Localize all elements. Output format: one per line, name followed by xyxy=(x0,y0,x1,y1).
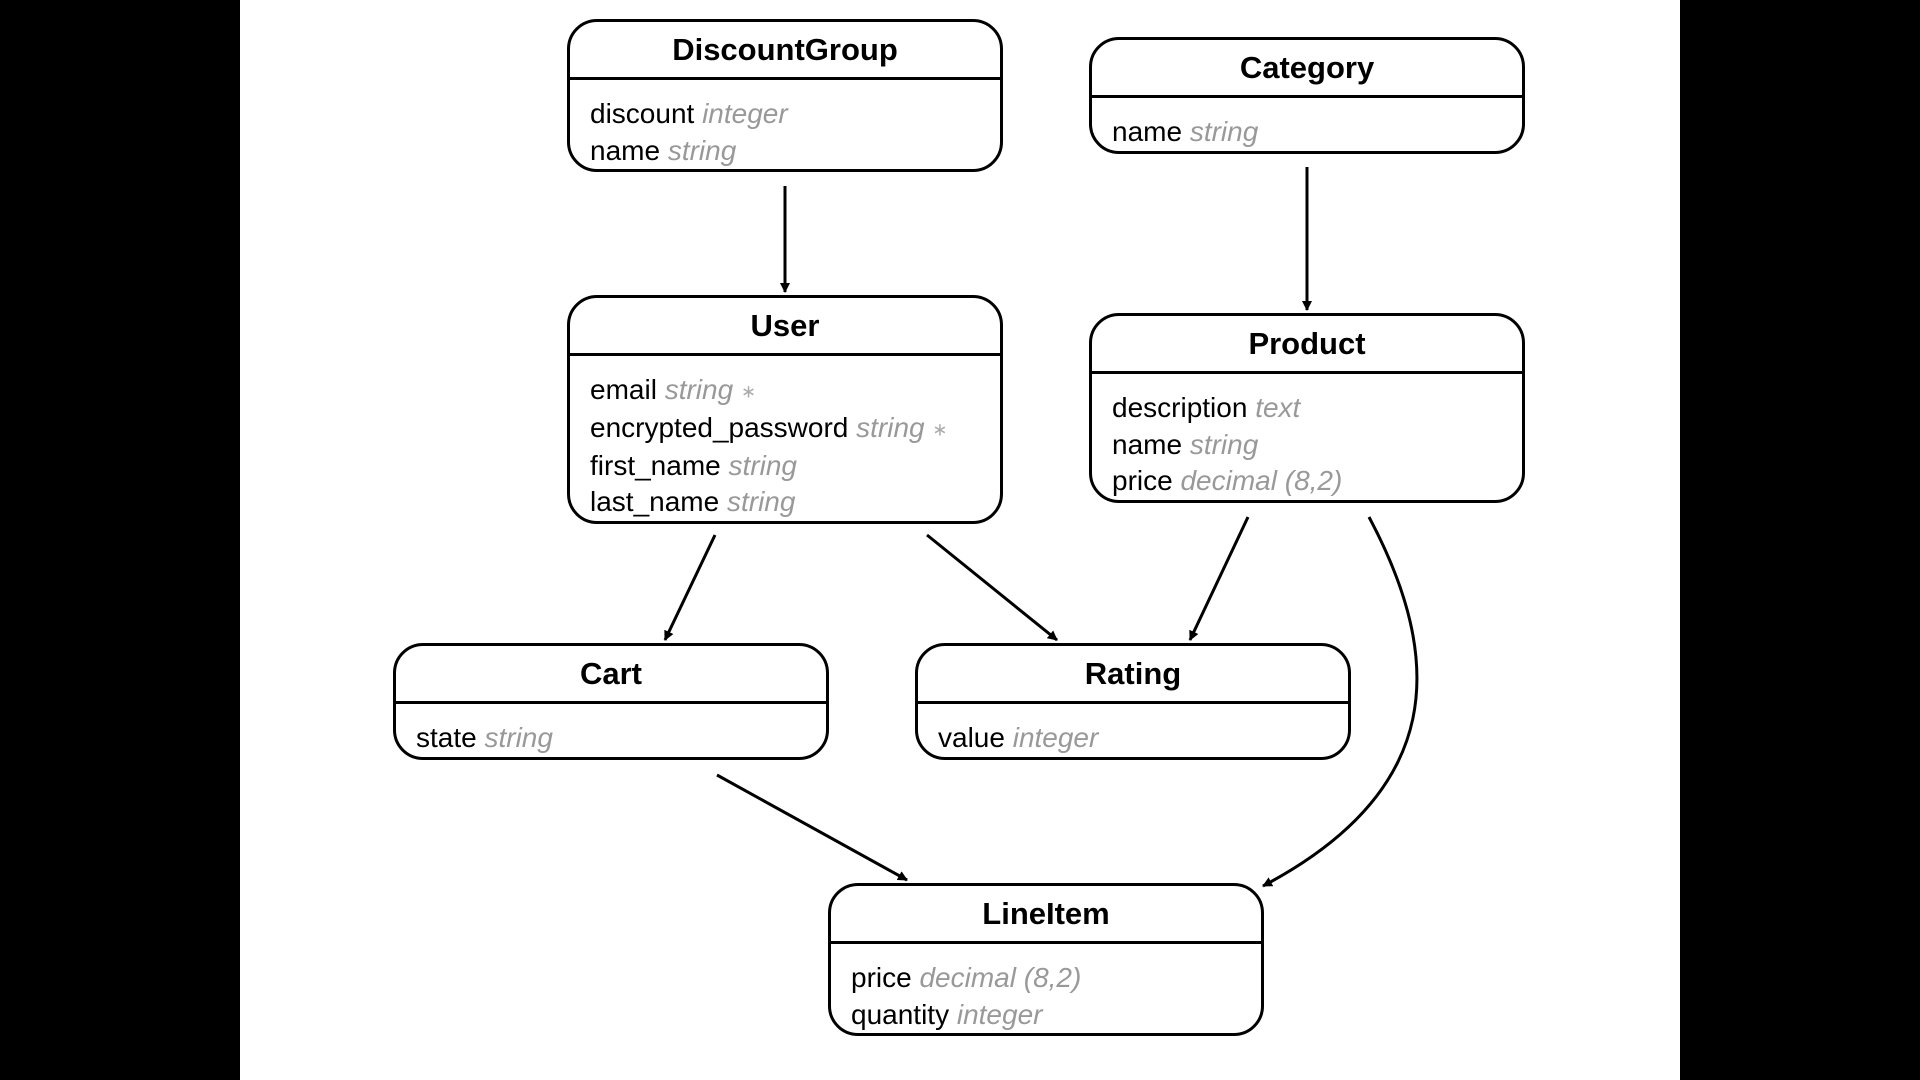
attribute-name: last_name xyxy=(590,486,720,518)
attribute-type: integer xyxy=(956,998,1043,1030)
entity-title: Category xyxy=(1092,40,1522,98)
required-flag-icon: ∗ xyxy=(932,419,948,440)
attribute-name: first_name xyxy=(590,449,721,481)
entity-category[interactable]: Category name string xyxy=(1089,37,1525,154)
attribute-name: value xyxy=(938,722,1005,753)
attribute-row: state string xyxy=(416,720,826,757)
attribute-row: first_name string xyxy=(590,448,1000,485)
attribute-row: name string xyxy=(590,133,1000,170)
relationship-user-to-cart xyxy=(663,534,717,641)
entity-title: User xyxy=(570,298,1000,356)
entity-user[interactable]: User email string ∗ encrypted_password s… xyxy=(567,295,1003,524)
attribute-type: string xyxy=(664,374,734,405)
attribute-type: string xyxy=(1189,428,1259,460)
attribute-list: email string ∗ encrypted_password string… xyxy=(570,356,1000,521)
attribute-list: state string xyxy=(396,704,826,757)
attribute-name: state xyxy=(416,722,477,753)
entity-title: LineItem xyxy=(831,886,1261,944)
relationship-product-to-rating xyxy=(1188,516,1250,641)
attribute-name: price xyxy=(1112,465,1173,496)
attribute-type: string xyxy=(484,722,553,753)
entity-title: Cart xyxy=(396,646,826,704)
entity-cart[interactable]: Cart state string xyxy=(393,643,829,760)
attribute-type: string xyxy=(1189,116,1259,147)
attribute-row: email string ∗ xyxy=(590,372,1000,410)
attribute-list: value integer xyxy=(918,704,1348,757)
attribute-name: quantity xyxy=(851,998,950,1030)
entity-product[interactable]: Product description text name string pri… xyxy=(1089,313,1525,503)
attribute-name: name xyxy=(1112,428,1183,460)
attribute-row: description text xyxy=(1112,390,1522,427)
entity-title: Product xyxy=(1092,316,1522,374)
attribute-type: decimal (8,2) xyxy=(919,962,1082,993)
attribute-name: email xyxy=(590,374,657,405)
attribute-row: quantity integer xyxy=(851,997,1261,1034)
attribute-row: last_name string xyxy=(590,484,1000,521)
attribute-list: description text name string price decim… xyxy=(1092,374,1522,500)
relationship-cart-to-lineitem xyxy=(716,773,908,882)
attribute-name: encrypted_password xyxy=(590,411,849,443)
attribute-name: name xyxy=(1112,116,1183,147)
attribute-type: string xyxy=(728,449,797,481)
entity-lineitem[interactable]: LineItem price decimal (8,2) quantity in… xyxy=(828,883,1264,1036)
attribute-row: price decimal (8,2) xyxy=(1112,463,1522,500)
attribute-list: price decimal (8,2) quantity integer xyxy=(831,944,1261,1033)
attribute-row: name string xyxy=(1112,114,1522,151)
relationship-layer xyxy=(663,167,1419,888)
attribute-list: discount integer name string xyxy=(570,80,1000,169)
entity-title: Rating xyxy=(918,646,1348,704)
entity-discountgroup[interactable]: DiscountGroup discount integer name stri… xyxy=(567,19,1003,172)
entity-rating[interactable]: Rating value integer xyxy=(915,643,1351,760)
attribute-type: string xyxy=(856,411,925,443)
relationship-user-to-rating xyxy=(926,533,1058,642)
attribute-name: price xyxy=(851,962,912,993)
attribute-name: discount xyxy=(590,98,695,129)
attribute-type: text xyxy=(1255,392,1301,423)
relationship-product-to-lineitem xyxy=(1262,516,1419,888)
entity-title: DiscountGroup xyxy=(570,22,1000,80)
attribute-row: name string xyxy=(1112,427,1522,464)
attribute-type: string xyxy=(726,486,796,518)
attribute-type: integer xyxy=(1012,722,1099,753)
attribute-type: integer xyxy=(702,98,788,129)
attribute-type: decimal (8,2) xyxy=(1180,465,1343,496)
attribute-name: name xyxy=(590,134,661,166)
attribute-row: value integer xyxy=(938,720,1348,757)
attribute-row: price decimal (8,2) xyxy=(851,960,1261,997)
attribute-row: discount integer xyxy=(590,96,1000,133)
erd-canvas: DiscountGroup discount integer name stri… xyxy=(240,0,1680,1080)
required-flag-icon: ∗ xyxy=(740,381,757,402)
attribute-type: string xyxy=(667,134,737,166)
attribute-row: encrypted_password string ∗ xyxy=(590,410,1000,448)
attribute-list: name string xyxy=(1092,98,1522,151)
attribute-name: description xyxy=(1112,392,1248,423)
